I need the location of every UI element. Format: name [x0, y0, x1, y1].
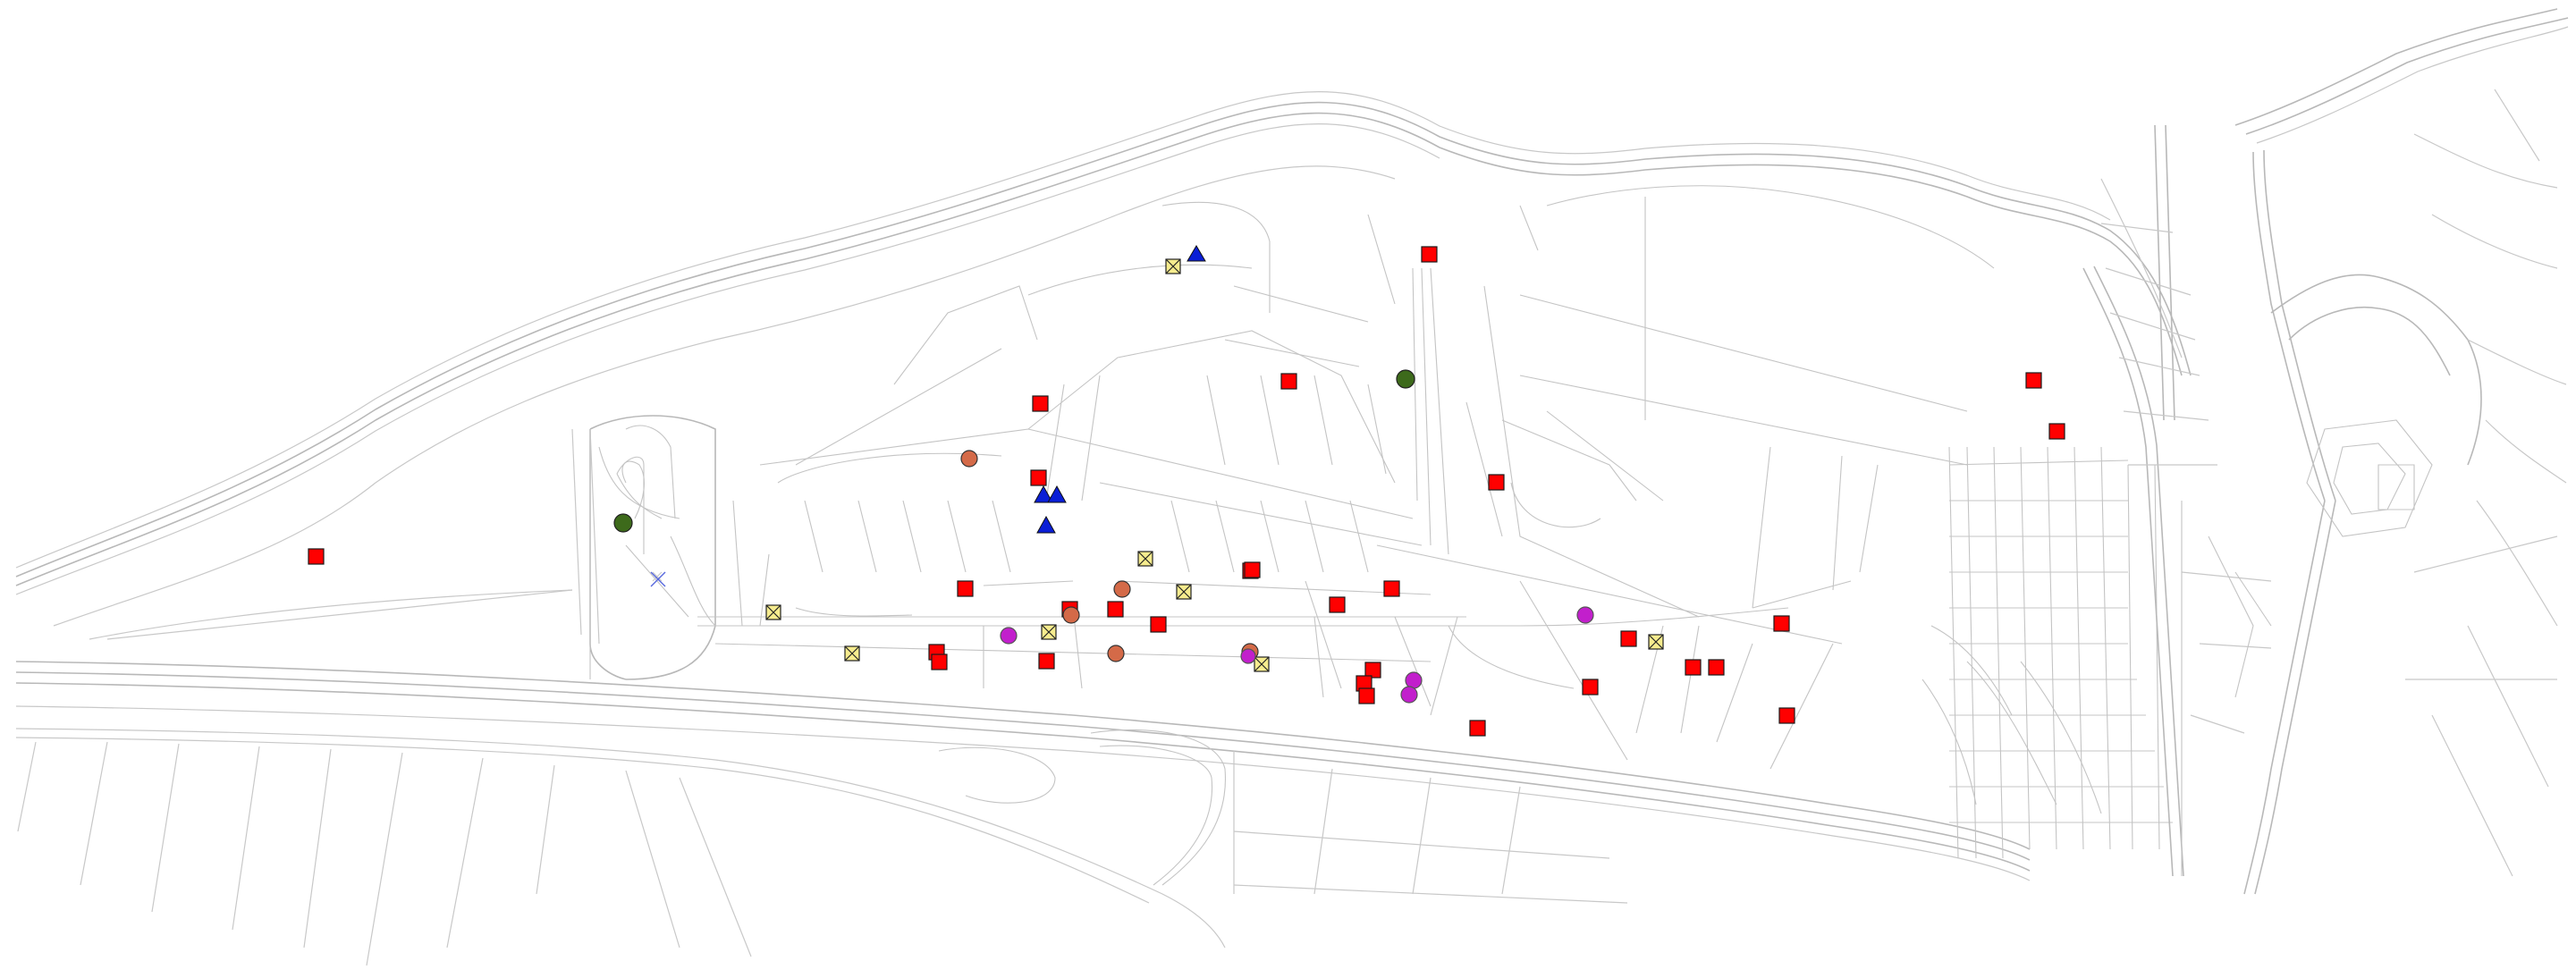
magenta-circle-marker[interactable] [1400, 686, 1418, 704]
yellow-box-marker[interactable] [1648, 634, 1664, 650]
yellow-box-markers [765, 258, 1664, 672]
magenta-circle-marker[interactable] [1405, 671, 1423, 689]
yellow-box-marker[interactable] [1176, 584, 1192, 600]
magenta-circle-marker[interactable] [1576, 606, 1594, 624]
red-square-marker[interactable] [1383, 580, 1400, 597]
red-square-marker[interactable] [1244, 561, 1261, 578]
red-square-marker[interactable] [1620, 630, 1637, 647]
red-square-marker[interactable] [1685, 659, 1702, 676]
red-square-marker[interactable] [931, 653, 948, 670]
red-square-marker[interactable] [1778, 707, 1795, 724]
yellow-box-marker[interactable] [1254, 656, 1270, 672]
red-square-marker[interactable] [1488, 474, 1505, 491]
brown-circle-marker[interactable] [960, 450, 978, 468]
red-square-marker[interactable] [1038, 653, 1055, 670]
brown-circle-marker[interactable] [1113, 580, 1131, 598]
street-network [15, 8, 2569, 966]
green-circle-marker[interactable] [613, 513, 633, 533]
red-square-marker[interactable] [1280, 373, 1297, 390]
magenta-circle-marker[interactable] [1000, 627, 1018, 645]
blue-triangle-marker[interactable] [1187, 245, 1206, 262]
blue-triangle-markers [1034, 245, 1206, 534]
red-square-marker[interactable] [1032, 395, 1049, 412]
red-square-marker[interactable] [1773, 615, 1790, 632]
blue-triangle-marker[interactable] [1047, 485, 1067, 503]
red-square-marker[interactable] [2025, 372, 2042, 389]
magenta-circle-markers [1000, 606, 1594, 704]
red-square-marker[interactable] [1708, 659, 1725, 676]
red-square-marker[interactable] [1030, 469, 1047, 486]
red-square-marker[interactable] [1329, 596, 1346, 613]
yellow-box-marker[interactable] [765, 604, 781, 620]
yellow-box-marker[interactable] [844, 645, 860, 662]
yellow-box-marker[interactable] [1165, 258, 1181, 274]
red-square-marker[interactable] [308, 548, 325, 565]
blue-cross-marker[interactable] [650, 571, 666, 587]
red-square-marker[interactable] [1364, 662, 1381, 679]
red-square-marker[interactable] [1582, 679, 1599, 696]
red-square-markers [308, 246, 2065, 737]
red-square-marker[interactable] [1150, 616, 1167, 633]
green-circle-marker[interactable] [1396, 369, 1415, 389]
red-square-marker[interactable] [1469, 720, 1486, 737]
blue-triangle-marker[interactable] [1036, 515, 1056, 534]
red-square-marker[interactable] [957, 580, 974, 597]
green-circle-markers [613, 369, 1415, 533]
blue-triangle-marker[interactable] [1034, 485, 1053, 503]
brown-circle-marker[interactable] [1107, 645, 1125, 662]
brown-circle-marker[interactable] [1062, 606, 1080, 624]
red-square-marker[interactable] [2048, 423, 2065, 440]
red-square-marker[interactable] [1107, 601, 1124, 618]
red-square-marker[interactable] [1421, 246, 1438, 263]
yellow-box-marker[interactable] [1041, 624, 1057, 640]
red-square-marker[interactable] [1358, 687, 1375, 704]
yellow-box-marker[interactable] [1137, 551, 1153, 567]
magenta-circle-marker[interactable] [1240, 648, 1256, 664]
